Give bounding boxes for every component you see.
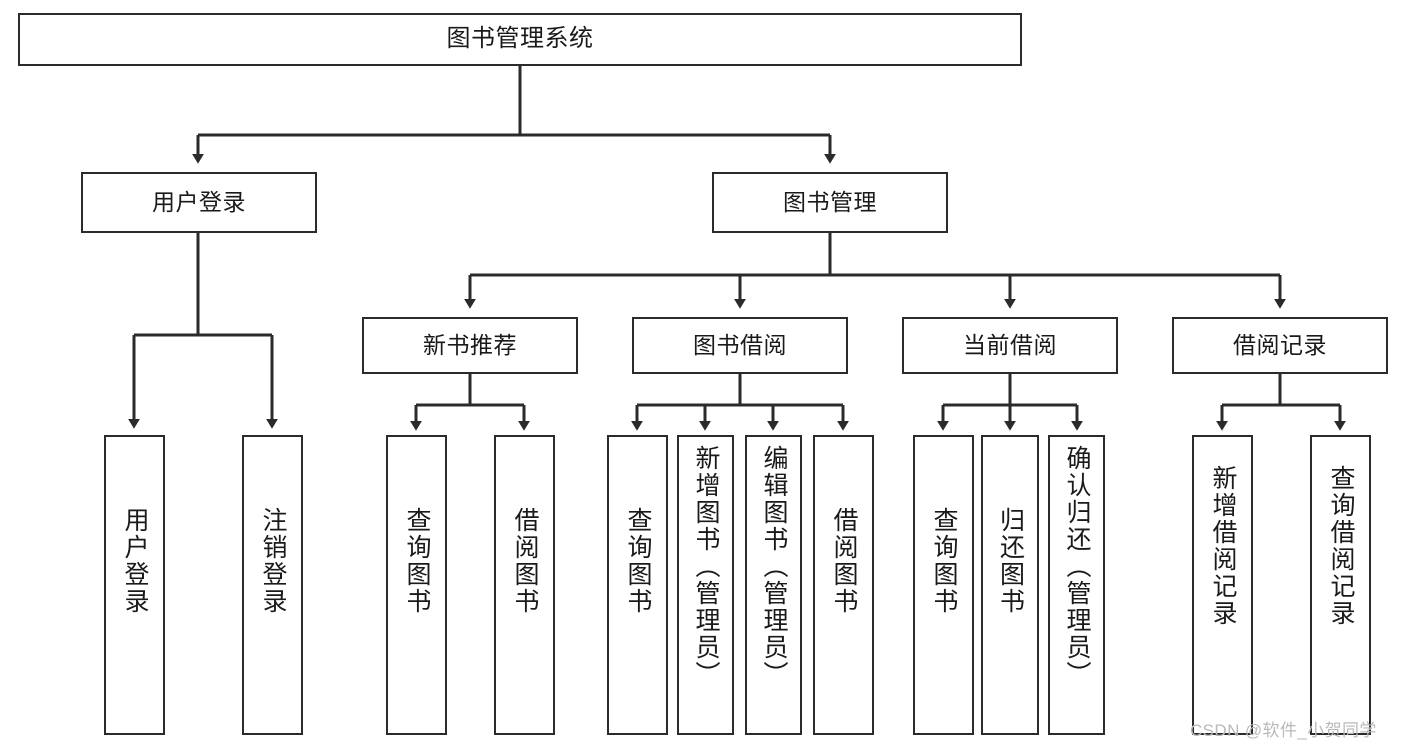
leaf-user-login[interactable]: 用户登录 xyxy=(104,435,165,735)
leaf-query-book-2-label: 查询图书 xyxy=(624,507,652,615)
leaf-borrow-book-2[interactable]: 借阅图书 xyxy=(813,435,874,735)
node-current-borrow-label: 当前借阅 xyxy=(963,331,1057,358)
node-book-borrow[interactable]: 图书借阅 xyxy=(632,317,848,374)
node-new-book-recommend[interactable]: 新书推荐 xyxy=(362,317,578,374)
leaf-user-logout[interactable]: 注销登录 xyxy=(242,435,303,735)
watermark: CSDN @软件_小贺同学 xyxy=(1190,721,1377,740)
leaf-return-book[interactable]: 归还图书 xyxy=(981,435,1039,735)
leaf-user-login-label: 用户登录 xyxy=(121,507,149,615)
leaf-query-book-3[interactable]: 查询图书 xyxy=(913,435,974,735)
leaf-borrow-book-1[interactable]: 借阅图书 xyxy=(494,435,555,735)
node-book-manage[interactable]: 图书管理 xyxy=(712,172,948,233)
leaf-confirm-return[interactable]: 确认归还（管理员） xyxy=(1048,435,1105,735)
leaf-borrow-book-2-label: 借阅图书 xyxy=(830,507,858,615)
node-new-book-recommend-label: 新书推荐 xyxy=(423,331,517,358)
leaf-add-book-label: 新增图书（管理员） xyxy=(692,445,720,688)
leaf-add-record-label: 新增借阅记录 xyxy=(1209,465,1237,627)
leaf-query-book-1-label: 查询图书 xyxy=(403,507,431,615)
node-root[interactable]: 图书管理系统 xyxy=(18,13,1022,66)
leaf-add-book[interactable]: 新增图书（管理员） xyxy=(677,435,734,735)
leaf-user-logout-label: 注销登录 xyxy=(259,507,287,615)
leaf-add-record[interactable]: 新增借阅记录 xyxy=(1192,435,1253,735)
leaf-query-record[interactable]: 查询借阅记录 xyxy=(1310,435,1371,735)
node-borrow-record[interactable]: 借阅记录 xyxy=(1172,317,1388,374)
leaf-borrow-book-1-label: 借阅图书 xyxy=(511,507,539,615)
leaf-return-book-label: 归还图书 xyxy=(996,507,1025,615)
leaf-query-book-3-label: 查询图书 xyxy=(930,507,958,615)
node-root-label: 图书管理系统 xyxy=(446,25,594,53)
node-book-manage-label: 图书管理 xyxy=(783,188,877,215)
leaf-edit-book[interactable]: 编辑图书（管理员） xyxy=(745,435,802,735)
leaf-query-book-2[interactable]: 查询图书 xyxy=(607,435,668,735)
node-user-login-label: 用户登录 xyxy=(152,188,246,215)
node-borrow-record-label: 借阅记录 xyxy=(1233,331,1327,358)
leaf-confirm-return-label: 确认归还（管理员） xyxy=(1063,445,1091,688)
leaf-query-book-1[interactable]: 查询图书 xyxy=(386,435,447,735)
node-current-borrow[interactable]: 当前借阅 xyxy=(902,317,1118,374)
leaf-query-record-label: 查询借阅记录 xyxy=(1327,465,1355,627)
leaf-edit-book-label: 编辑图书（管理员） xyxy=(760,445,788,688)
node-book-borrow-label: 图书借阅 xyxy=(693,331,787,358)
node-user-login[interactable]: 用户登录 xyxy=(81,172,317,233)
